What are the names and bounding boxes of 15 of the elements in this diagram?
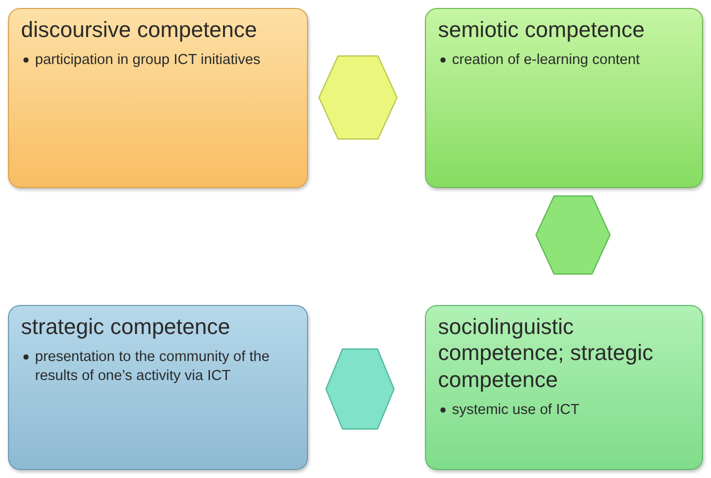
- hexagon-shape: [325, 348, 395, 430]
- card-heading: sociolinguistic competence; strategic competence: [438, 314, 654, 394]
- bullet-text: systemic use of ICT: [452, 401, 580, 420]
- card-heading: strategic competence: [21, 314, 232, 340]
- bullet-text: creation of e-learning content: [452, 51, 640, 70]
- hexagon-shape: [318, 55, 398, 140]
- competence-card: [425, 8, 703, 188]
- bullet-text: participation in group ICT initiatives: [35, 51, 260, 70]
- bullet-text: presentation to the community of the results of one’s activity via ICT: [35, 348, 271, 386]
- card-heading: semiotic competence: [438, 17, 646, 44]
- competence-card: [8, 8, 308, 188]
- competence-card: [8, 305, 308, 470]
- hexagon-shape: [535, 195, 611, 275]
- card-heading: discoursive competence: [21, 17, 258, 44]
- competence-card: [425, 305, 703, 470]
